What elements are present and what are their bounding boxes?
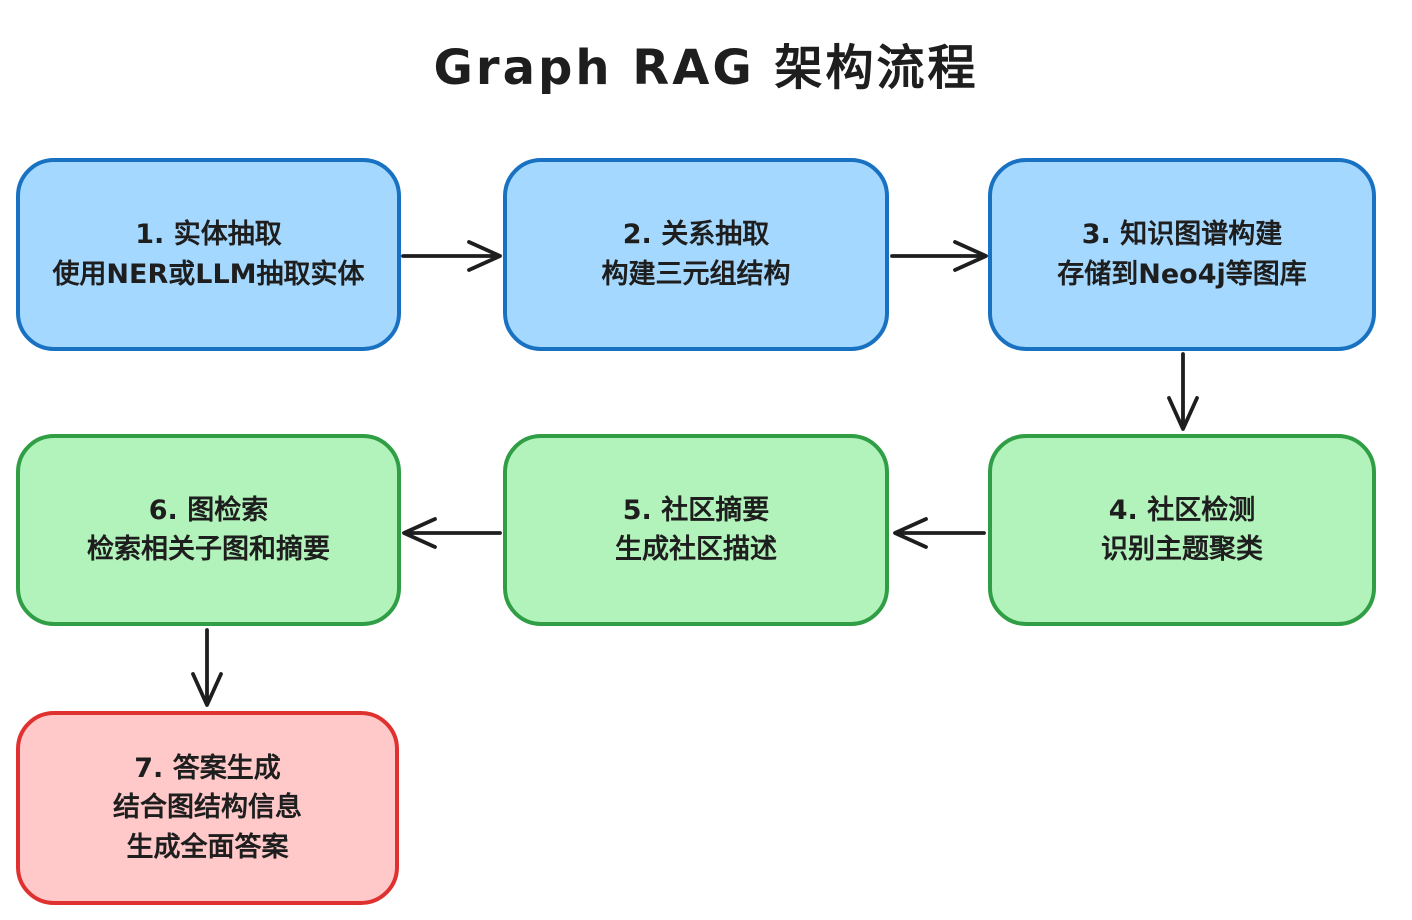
node-title: 2. 关系抽取 [622, 219, 770, 251]
arrow-step6-to-step7 [191, 628, 223, 707]
node-subtitle: 检索相关子图和摘要 [87, 534, 330, 565]
diagram-title: Graph RAG 架构流程 [433, 40, 979, 96]
node-relation-extraction: 2. 关系抽取 构建三元组结构 [503, 158, 889, 351]
node-subtitle: 生成社区描述 [615, 534, 777, 565]
node-subtitle: 构建三元组结构 [601, 258, 791, 290]
arrow-step5-to-step6 [402, 517, 502, 549]
node-subtitle-2: 生成全面答案 [126, 831, 289, 863]
node-subtitle: 识别主题聚类 [1101, 534, 1263, 565]
node-community-detection: 4. 社区检测 识别主题聚类 [988, 434, 1376, 626]
node-title: 6. 图检索 [148, 494, 269, 526]
arrow-step1-to-step2 [401, 240, 502, 272]
node-title: 5. 社区摘要 [622, 494, 770, 526]
node-entity-extraction: 1. 实体抽取 使用NER或LLM抽取实体 [16, 158, 401, 351]
node-title: 3. 知识图谱构建 [1081, 219, 1283, 251]
node-title: 4. 社区检测 [1108, 494, 1256, 526]
node-title: 7. 答案生成 [134, 753, 281, 785]
node-community-summary: 5. 社区摘要 生成社区描述 [503, 434, 889, 626]
arrow-step3-to-step4 [1167, 352, 1199, 431]
arrow-step4-to-step5 [893, 517, 986, 549]
node-graph-retrieval: 6. 图检索 检索相关子图和摘要 [16, 434, 401, 626]
node-subtitle: 使用NER或LLM抽取实体 [52, 258, 365, 290]
node-subtitle: 结合图结构信息 [113, 792, 302, 824]
node-kg-construction: 3. 知识图谱构建 存储到Neo4j等图库 [988, 158, 1376, 351]
node-title: 1. 实体抽取 [135, 219, 282, 251]
arrow-step2-to-step3 [890, 240, 988, 272]
node-subtitle: 存储到Neo4j等图库 [1057, 258, 1307, 290]
node-answer-generation: 7. 答案生成 结合图结构信息 生成全面答案 [16, 711, 399, 905]
